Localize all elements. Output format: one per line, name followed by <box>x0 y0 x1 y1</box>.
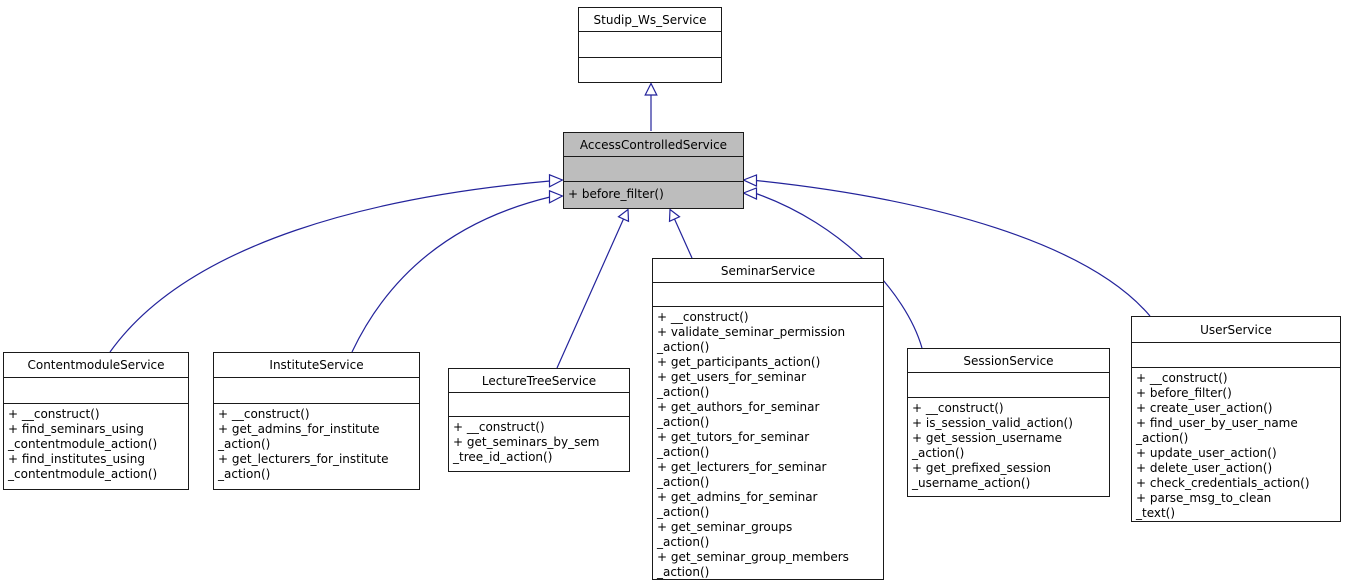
method-line: _action() <box>218 437 271 451</box>
method-line: _action() <box>657 475 710 489</box>
inheritance-edge-instituteservice <box>351 189 564 353</box>
method-line: + get_seminar_groups <box>657 520 793 534</box>
attributes-compartment <box>579 32 721 58</box>
class-box-contentmoduleservice[interactable]: ContentmoduleService + __construct()+ fi… <box>3 352 189 490</box>
attributes-compartment <box>908 373 1109 398</box>
method-line: _action() <box>657 535 710 549</box>
class-box-userservice[interactable]: UserService + __construct()+ before_filt… <box>1131 316 1341 522</box>
class-title: ContentmoduleService <box>4 353 188 378</box>
method-line: + find_institutes_using <box>8 452 145 466</box>
method-line: _action() <box>218 467 271 481</box>
method-line: + __construct() <box>912 401 1004 415</box>
method-line: + get_prefixed_session <box>912 461 1051 475</box>
methods-compartment: + __construct()+ get_admins_for_institut… <box>214 404 419 489</box>
method-line: _action() <box>657 415 710 429</box>
method-line: + get_admins_for_institute <box>218 422 380 436</box>
method-line: + check_credentials_action() <box>1136 476 1310 490</box>
method-line: + validate_seminar_permission <box>657 325 846 339</box>
attributes-compartment <box>4 378 188 404</box>
method-line: + find_seminars_using <box>8 422 144 436</box>
method-line: + create_user_action() <box>1136 401 1273 415</box>
method-line: + update_user_action() <box>1136 446 1277 460</box>
class-box-sessionservice[interactable]: SessionService + __construct()+ is_sessi… <box>907 348 1110 497</box>
method-line: + __construct() <box>218 407 310 421</box>
method-line: _action() <box>657 445 710 459</box>
method-line: _tree_id_action() <box>453 450 553 464</box>
attributes-compartment <box>653 283 883 307</box>
methods-compartment: + __construct()+ get_seminars_by_sem_tre… <box>449 417 629 471</box>
class-title: LectureTreeService <box>449 369 629 393</box>
methods-compartment: + before_filter() <box>564 182 743 208</box>
method-line: _username_action() <box>912 476 1031 490</box>
method-line: + before_filter() <box>568 187 664 201</box>
methods-compartment: + __construct()+ find_seminars_using_con… <box>4 404 188 489</box>
class-title: Studip_Ws_Service <box>579 8 721 32</box>
method-line: + get_tutors_for_seminar <box>657 430 810 444</box>
class-title: InstituteService <box>214 353 419 378</box>
method-line: + get_lecturers_for_seminar <box>657 460 827 474</box>
method-line: _action() <box>657 340 710 354</box>
attributes-compartment <box>564 157 743 182</box>
method-line: _text() <box>1136 506 1176 520</box>
method-line: + before_filter() <box>1136 386 1232 400</box>
methods-compartment: + __construct()+ is_session_valid_action… <box>908 398 1109 496</box>
attributes-compartment <box>449 393 629 417</box>
method-line: + delete_user_action() <box>1136 461 1273 475</box>
method-line: + is_session_valid_action() <box>912 416 1073 430</box>
class-box-seminarservice[interactable]: SeminarService + __construct()+ validate… <box>652 258 884 580</box>
class-box-studip-ws-service[interactable]: Studip_Ws_Service <box>578 7 722 83</box>
inheritance-edge-accesscontrolledservice <box>644 82 658 131</box>
method-line: + get_admins_for_seminar <box>657 490 818 504</box>
class-title: SeminarService <box>653 259 883 283</box>
inheritance-edge-contentmoduleservice <box>109 173 564 353</box>
class-title: AccessControlledService <box>564 133 743 157</box>
method-line: + find_user_by_user_name <box>1136 416 1298 430</box>
method-line: + get_session_username <box>912 431 1062 445</box>
method-line: + get_participants_action() <box>657 355 821 369</box>
method-line: + get_seminar_group_members <box>657 550 849 564</box>
method-line: + __construct() <box>453 420 545 434</box>
method-line: + __construct() <box>8 407 100 421</box>
class-box-accesscontrolledservice: AccessControlledService + before_filter(… <box>563 132 744 209</box>
method-line: _action() <box>657 385 710 399</box>
method-line: + parse_msg_to_clean <box>1136 491 1272 505</box>
class-title: UserService <box>1132 317 1340 343</box>
method-line: _contentmodule_action() <box>8 467 158 481</box>
method-line: + get_authors_for_seminar <box>657 400 820 414</box>
attributes-compartment <box>214 378 419 404</box>
method-line: + __construct() <box>1136 371 1228 385</box>
method-line: _action() <box>657 505 710 519</box>
methods-compartment <box>579 58 721 82</box>
inheritance-edge-lecturetreeservice <box>556 208 630 369</box>
method-line: + get_users_for_seminar <box>657 370 807 384</box>
method-line: + get_seminars_by_sem <box>453 435 600 449</box>
methods-compartment: + __construct()+ validate_seminar_permis… <box>653 307 883 579</box>
class-title: SessionService <box>908 349 1109 373</box>
attributes-compartment <box>1132 343 1340 368</box>
method-line: _action() <box>912 446 965 460</box>
class-box-lecturetreeservice[interactable]: LectureTreeService + __construct()+ get_… <box>448 368 630 472</box>
inheritance-edge-seminarservice <box>668 208 693 259</box>
method-line: _contentmodule_action() <box>8 437 158 451</box>
method-line: + get_lecturers_for_institute <box>218 452 389 466</box>
method-line: _action() <box>657 565 710 579</box>
method-line: _action() <box>1136 431 1189 445</box>
methods-compartment: + __construct()+ before_filter()+ create… <box>1132 368 1340 521</box>
method-line: + __construct() <box>657 310 749 324</box>
class-box-instituteservice[interactable]: InstituteService + __construct()+ get_ad… <box>213 352 420 490</box>
